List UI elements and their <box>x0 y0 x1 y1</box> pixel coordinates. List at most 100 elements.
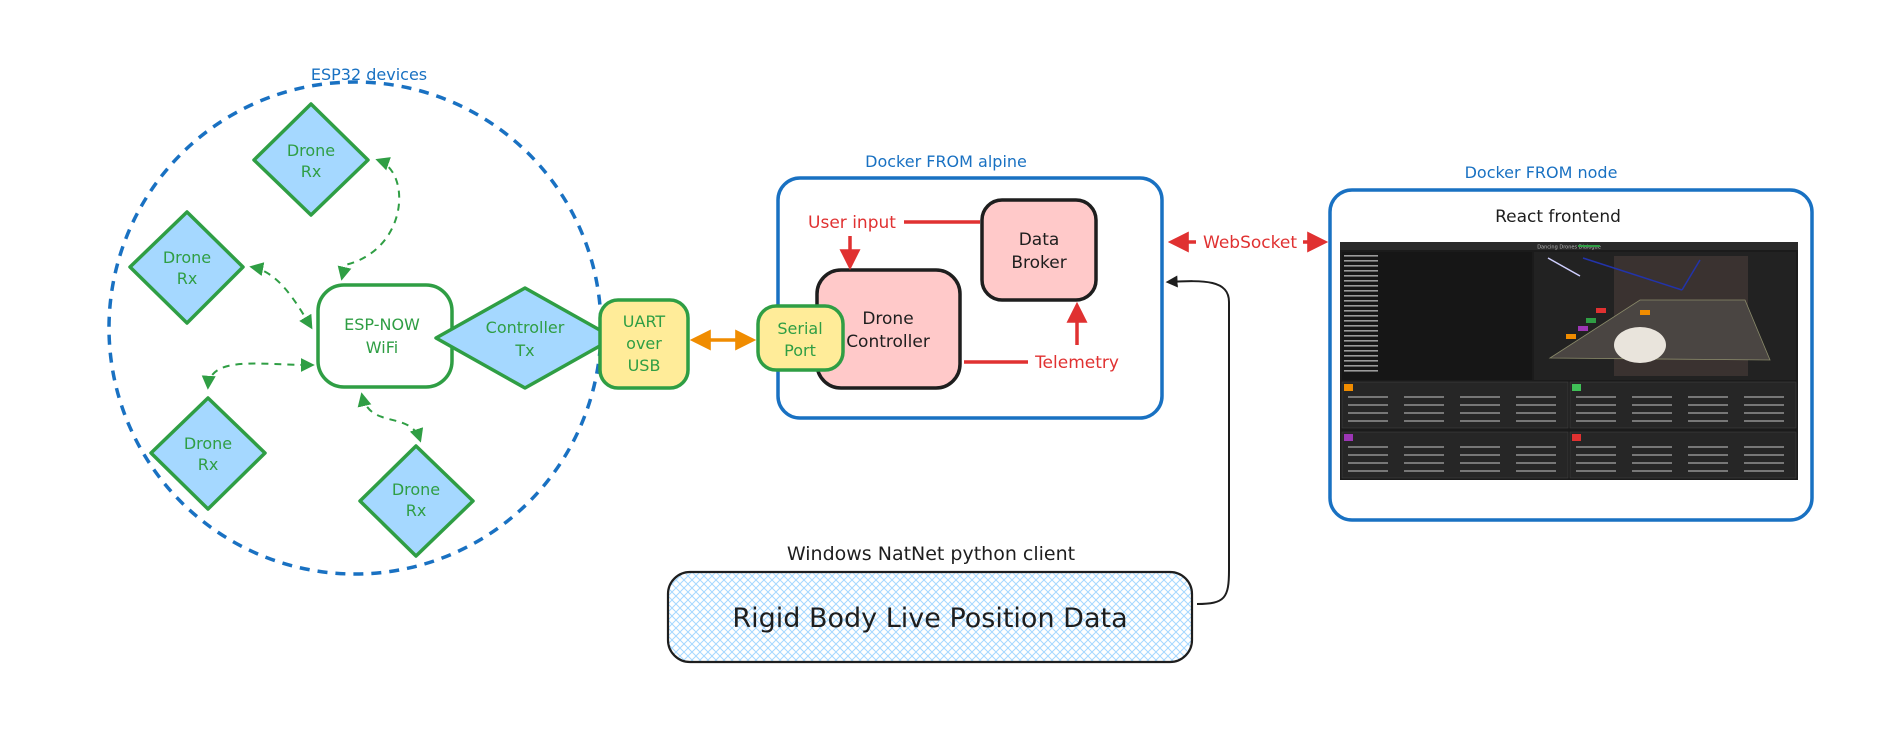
panel-slider <box>1348 454 1388 456</box>
natnet-label: Windows NatNet python client <box>787 543 1075 565</box>
panel-slider <box>1348 412 1388 414</box>
panel-slider <box>1348 446 1388 448</box>
node-label: Tx <box>514 341 534 360</box>
panel-slider <box>1516 396 1556 398</box>
screenshot-header: Dancing Drones Dialogue <box>1537 245 1601 251</box>
node-label: Controller <box>486 318 565 337</box>
panel-slider <box>1632 420 1672 422</box>
drone-controller-node: Drone Controller <box>815 268 962 390</box>
panel-slider <box>1576 446 1616 448</box>
frontend-screenshot: Dancing Drones Dialogue <box>1340 242 1798 480</box>
control-panels <box>1341 381 1797 479</box>
espnow-node: ESP-NOW WiFi <box>316 283 454 389</box>
panel-slider <box>1404 420 1444 422</box>
panel-slider <box>1632 470 1672 472</box>
log-line <box>1344 370 1378 372</box>
docker-alpine-label: Docker FROM alpine <box>865 152 1027 171</box>
docker-node-label: Docker FROM node <box>1465 163 1618 182</box>
panel-slider <box>1516 412 1556 414</box>
log-line <box>1344 295 1378 297</box>
log-line <box>1344 360 1378 362</box>
log-line <box>1344 310 1378 312</box>
panel-slider <box>1576 454 1616 456</box>
node-label: Controller <box>846 332 930 352</box>
docker-node-container: Docker FROM node React frontend <box>1328 163 1814 522</box>
panel-slider <box>1404 404 1444 406</box>
panel-slider <box>1576 420 1616 422</box>
panel-slider <box>1348 462 1388 464</box>
log-line <box>1344 290 1378 292</box>
panel-slider <box>1576 470 1616 472</box>
panel-slider <box>1516 470 1556 472</box>
node-label: USB <box>628 356 661 375</box>
log-line <box>1344 365 1378 367</box>
log-lines <box>1344 255 1378 372</box>
panel-color-swatch <box>1344 384 1353 391</box>
node-label: Rx <box>301 162 322 181</box>
natnet-link <box>1165 275 1230 605</box>
panel-color-swatch <box>1572 384 1581 391</box>
panel-slider <box>1688 470 1728 472</box>
panel-slider <box>1516 420 1556 422</box>
node-label: Drone <box>392 480 440 499</box>
log-line <box>1344 275 1378 277</box>
docker-alpine-container: Docker FROM alpine <box>776 152 1164 420</box>
log-line <box>1344 270 1378 272</box>
log-line <box>1344 255 1378 257</box>
react-frontend-title: React frontend <box>1495 207 1621 227</box>
panel-slider <box>1576 404 1616 406</box>
log-line <box>1344 315 1378 317</box>
panel-slider <box>1688 412 1728 414</box>
panel-slider <box>1632 446 1672 448</box>
node-label: UART <box>623 312 666 331</box>
data-broker-node: Data Broker <box>980 198 1098 302</box>
node-label: WiFi <box>366 338 398 357</box>
log-line <box>1344 340 1378 342</box>
log-line <box>1344 325 1378 327</box>
panel-slider <box>1460 454 1500 456</box>
panel-slider <box>1744 404 1784 406</box>
panel-slider <box>1404 446 1444 448</box>
panel-slider <box>1460 404 1500 406</box>
panel-slider <box>1404 470 1444 472</box>
node-label: Port <box>784 341 816 360</box>
websocket-edge: WebSocket <box>1167 231 1329 253</box>
panel-slider <box>1576 396 1616 398</box>
node-label: Rx <box>177 269 198 288</box>
panel-slider <box>1576 462 1616 464</box>
panel-slider <box>1516 462 1556 464</box>
node-label: Drone <box>287 141 335 160</box>
log-line <box>1344 335 1378 337</box>
telemetry-edge: Telemetry <box>964 301 1119 373</box>
panel-slider <box>1460 470 1500 472</box>
panel-slider <box>1404 462 1444 464</box>
panel-slider <box>1632 462 1672 464</box>
panel-slider <box>1516 404 1556 406</box>
log-line <box>1344 350 1378 352</box>
node-label: Serial <box>777 319 822 338</box>
node-label: Drone <box>184 434 232 453</box>
panel-slider <box>1348 420 1388 422</box>
panel-slider <box>1460 412 1500 414</box>
panel-slider <box>1688 396 1728 398</box>
docker-node-frame <box>1328 188 1814 522</box>
node-label: over <box>626 334 662 353</box>
panel-slider <box>1404 396 1444 398</box>
node-label: Broker <box>1011 253 1066 273</box>
log-line <box>1344 285 1378 287</box>
drone-rx-node: Drone Rx <box>149 396 267 511</box>
node-label: Drone <box>862 309 913 329</box>
panel-slider <box>1348 470 1388 472</box>
log-line <box>1344 305 1378 307</box>
panel-slider <box>1404 412 1444 414</box>
panel-slider <box>1744 446 1784 448</box>
log-line <box>1344 355 1378 357</box>
panel-color-swatch <box>1344 434 1353 441</box>
natnet-client: Windows NatNet python client Rigid Body … <box>666 543 1194 664</box>
panel-slider <box>1516 454 1556 456</box>
panel-slider <box>1460 462 1500 464</box>
telemetry-label: Telemetry <box>1034 353 1119 373</box>
panel-slider <box>1744 470 1784 472</box>
drone-rx-node: Drone Rx <box>252 102 370 217</box>
